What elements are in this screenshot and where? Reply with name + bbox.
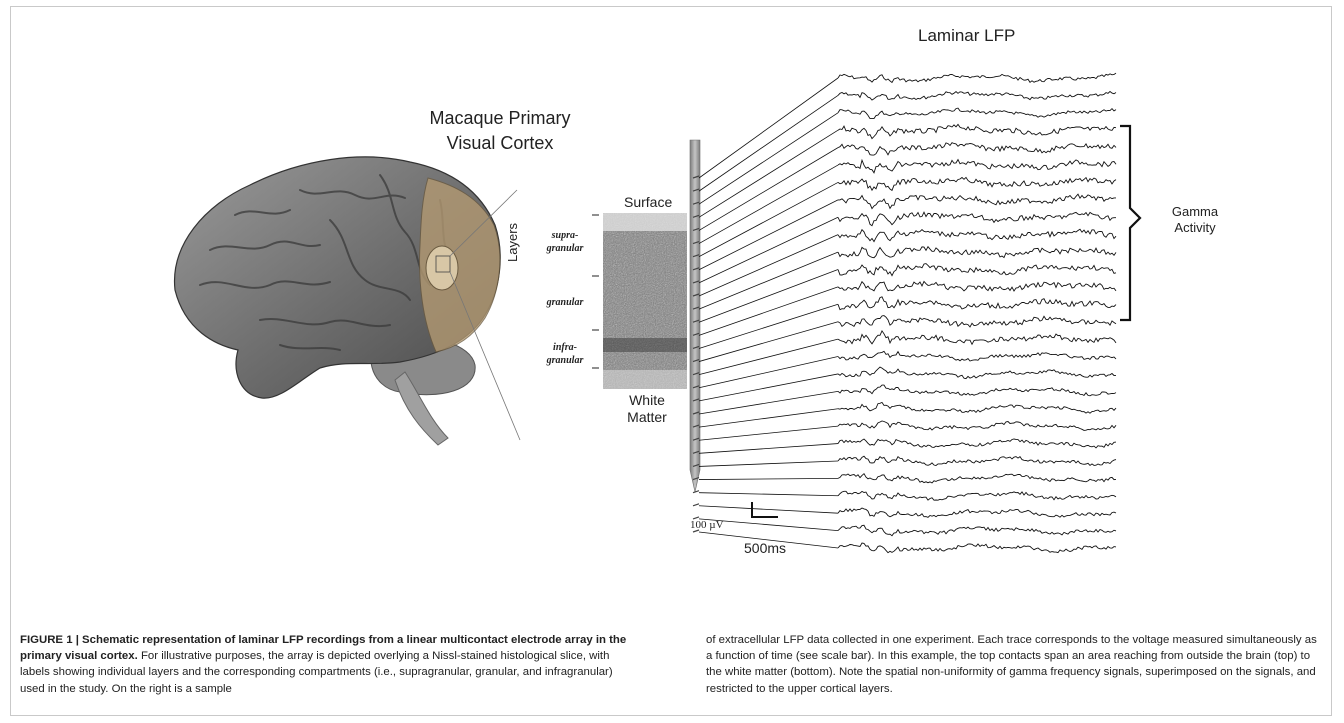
lfp-trace bbox=[838, 229, 1116, 241]
lfp-trace bbox=[838, 543, 1116, 553]
lfp-traces bbox=[838, 73, 1116, 553]
lfp-trace bbox=[838, 177, 1116, 190]
surface-label: Surface bbox=[624, 194, 672, 210]
contact-connector bbox=[699, 182, 838, 256]
contact-connector bbox=[699, 200, 838, 270]
supragranular-line1: supra- bbox=[535, 229, 595, 242]
lfp-trace bbox=[838, 297, 1116, 310]
white-matter-line1: White bbox=[625, 392, 669, 409]
caption-right-body: of extracellular LFP data collected in o… bbox=[706, 634, 1317, 695]
lfp-trace bbox=[838, 92, 1116, 101]
lfp-trace bbox=[838, 456, 1116, 465]
lfp-trace bbox=[838, 247, 1116, 258]
electrode-contact bbox=[693, 504, 699, 506]
supragranular-line2: granular bbox=[535, 242, 595, 255]
contact-connector bbox=[699, 148, 838, 231]
lfp-trace bbox=[838, 421, 1116, 430]
supragranular-label: supra- granular bbox=[535, 229, 595, 255]
lfp-trace bbox=[838, 281, 1116, 291]
contact-connector bbox=[699, 374, 838, 401]
lfp-trace bbox=[838, 73, 1116, 82]
lfp-trace bbox=[838, 439, 1116, 448]
caption-left-column: FIGURE 1 | Schematic representation of l… bbox=[20, 632, 640, 697]
infragranular-label: infra- granular bbox=[535, 341, 595, 367]
gamma-line1: Gamma bbox=[1160, 204, 1230, 220]
lfp-trace bbox=[838, 508, 1116, 517]
cortex-title-line2: Visual Cortex bbox=[395, 131, 605, 156]
nissl-slice bbox=[592, 213, 687, 389]
lfp-trace bbox=[838, 331, 1116, 344]
contact-connector bbox=[699, 409, 838, 427]
contact-connector bbox=[699, 461, 838, 466]
contact-connector bbox=[699, 478, 838, 479]
scale-time-label: 500ms bbox=[744, 540, 786, 556]
infragranular-line2: granular bbox=[535, 354, 595, 367]
contact-connector bbox=[699, 444, 838, 454]
lfp-trace bbox=[838, 212, 1116, 226]
lfp-trace bbox=[838, 143, 1116, 155]
contact-connector bbox=[699, 339, 838, 375]
layers-axis-label: Layers bbox=[505, 223, 520, 262]
gamma-line2: Activity bbox=[1160, 220, 1230, 236]
contact-connector bbox=[699, 252, 838, 309]
lfp-trace bbox=[838, 474, 1116, 483]
contact-connector bbox=[699, 506, 838, 513]
contact-connector-lines bbox=[699, 78, 838, 548]
lfp-trace bbox=[838, 264, 1116, 276]
caption-right-column: of extracellular LFP data collected in o… bbox=[706, 632, 1326, 697]
lfp-trace bbox=[838, 160, 1116, 173]
contact-connector bbox=[699, 493, 838, 496]
contact-connector bbox=[699, 357, 838, 388]
contact-connector bbox=[699, 78, 838, 178]
infragranular-line1: infra- bbox=[535, 341, 595, 354]
white-matter-label: White Matter bbox=[625, 392, 669, 426]
cortex-title: Macaque Primary Visual Cortex bbox=[395, 106, 605, 156]
lfp-trace bbox=[838, 108, 1116, 119]
contact-connector bbox=[699, 217, 838, 283]
scale-voltage-label: 100 µV bbox=[690, 519, 724, 531]
cortex-title-line1: Macaque Primary bbox=[395, 106, 605, 131]
lfp-trace bbox=[838, 525, 1116, 535]
lfp-trace bbox=[838, 351, 1116, 361]
white-matter-line2: Matter bbox=[625, 409, 669, 426]
electrode-contact bbox=[693, 491, 699, 493]
lfp-trace bbox=[838, 491, 1116, 500]
contact-connector bbox=[699, 269, 838, 322]
lfp-trace bbox=[838, 402, 1116, 413]
lfp-trace bbox=[838, 124, 1116, 138]
laminar-lfp-title: Laminar LFP bbox=[918, 26, 1015, 46]
lfp-trace bbox=[838, 367, 1116, 379]
gamma-activity-label: Gamma Activity bbox=[1160, 204, 1230, 236]
contact-connector bbox=[699, 235, 838, 296]
contact-connector bbox=[699, 113, 838, 204]
lfp-trace bbox=[838, 385, 1116, 396]
contact-connector bbox=[699, 426, 838, 440]
lfp-trace bbox=[838, 316, 1116, 327]
electrode-array bbox=[690, 140, 700, 532]
lfp-trace bbox=[838, 194, 1116, 208]
granular-label: granular bbox=[535, 296, 595, 309]
gamma-bracket bbox=[1120, 126, 1140, 320]
contact-connector bbox=[699, 391, 838, 414]
brain-illustration bbox=[175, 157, 520, 445]
